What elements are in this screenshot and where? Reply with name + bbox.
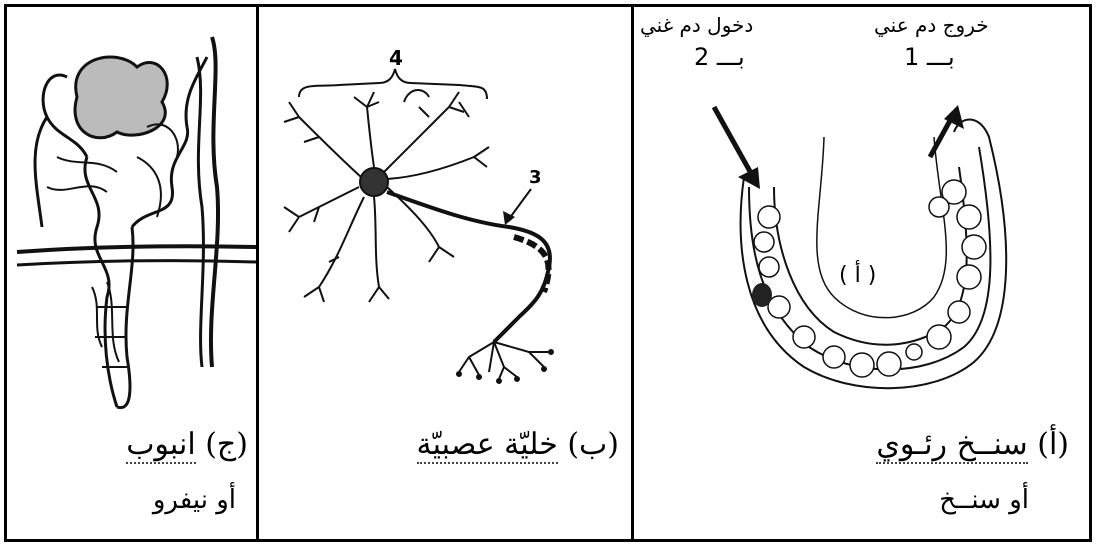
caption-a-answer: سنــخ رئـوي — [876, 427, 1027, 464]
label-3: 3 — [529, 167, 542, 188]
nephron-drawing — [7, 7, 256, 427]
arrow-2 — [714, 107, 752, 175]
caption-c-answer-2: أو نيفرو — [153, 485, 236, 515]
arrow-3 — [509, 189, 531, 219]
inner-label: ( أ ) — [839, 260, 876, 288]
caption-c-letter: (ج) — [205, 427, 248, 462]
panel-alveolus: دخول دم غني بـــ 2 خروج دم عني بـــ 1 ( … — [634, 7, 1089, 539]
caption-a-letter: (أ) — [1037, 427, 1069, 462]
brace — [299, 69, 487, 99]
nucleus — [752, 283, 772, 307]
caption-a-answer-2: أو سنــخ — [939, 485, 1029, 515]
caption-b: (ب) خليّة عصبيّة — [417, 427, 619, 462]
caption-b-answer: خليّة عصبيّة — [417, 427, 558, 464]
caption-c: (ج) انبوب — [126, 427, 248, 462]
alveolus-drawing: ( أ ) — [634, 7, 1089, 427]
caption-a: (أ) سنــخ رئـوي — [876, 427, 1069, 462]
neuron-drawing: 4 3 — [259, 7, 631, 427]
arrow-1 — [930, 117, 952, 157]
panel-nephron: (ج) انبوب أو نيفرو — [7, 7, 256, 539]
caption-c-answer: انبوب — [126, 427, 195, 464]
label-4: 4 — [389, 46, 403, 70]
panel-neuron: 4 3 (ب) خليّة — [259, 7, 631, 539]
caption-b-letter: (ب) — [567, 427, 619, 462]
